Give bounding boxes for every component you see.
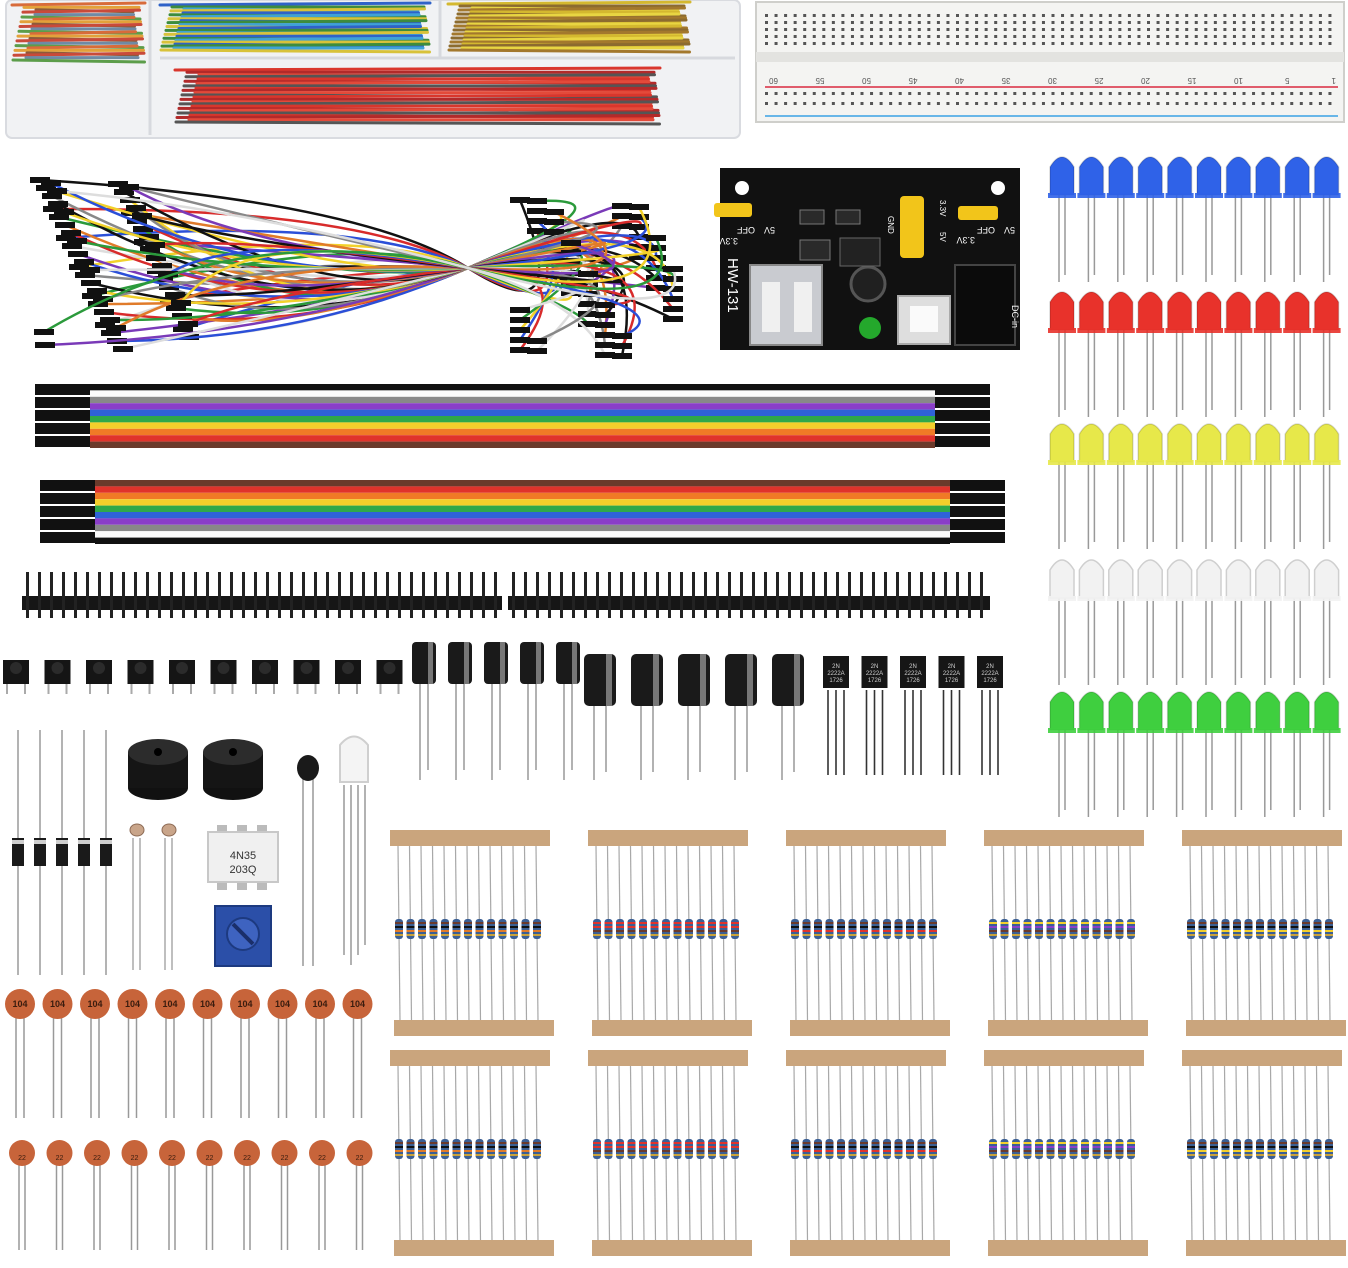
ribbon-cable-female-female bbox=[35, 384, 990, 448]
ceramic-cap-104-code: 104 bbox=[162, 999, 177, 1009]
ceramic-cap-104-code: 104 bbox=[237, 999, 252, 1009]
power-module-gnd: GND bbox=[886, 216, 895, 234]
piezo-buzzers bbox=[128, 739, 263, 800]
ceramic-cap-104-code: 104 bbox=[125, 999, 140, 1009]
optocoupler-4n35: 4N35 203Q bbox=[207, 825, 279, 890]
photoresistors bbox=[129, 823, 177, 970]
transistor-marking: 1726 bbox=[868, 678, 882, 684]
transistor-marking: 2222A bbox=[904, 671, 921, 677]
ceramic-cap-104-code: 104 bbox=[312, 999, 327, 1009]
breadboard-column-number: 25 bbox=[1094, 76, 1103, 85]
breadboard-column-number: 20 bbox=[1141, 76, 1150, 85]
ceramic-cap-104-code: 104 bbox=[200, 999, 215, 1009]
breadboard-column-number: 35 bbox=[1001, 76, 1010, 85]
ceramic-cap-22-code: 22 bbox=[281, 1155, 289, 1162]
pin-header-strips bbox=[22, 572, 990, 618]
jumper-wire-storage-box bbox=[5, 0, 741, 139]
breadboard-column-number: 10 bbox=[1234, 76, 1243, 85]
transistor-marking: 2222A bbox=[981, 671, 998, 677]
optocoupler-label-line2: 203Q bbox=[230, 864, 257, 876]
ceramic-cap-104-code: 104 bbox=[50, 999, 65, 1009]
ceramic-capacitors-104: 104 104 104 104 104 104 104 104 104 104 bbox=[5, 989, 373, 1118]
power-module-dc-in: DC-in bbox=[1010, 305, 1020, 328]
optocoupler-label-line1: 4N35 bbox=[230, 850, 256, 862]
ceramic-capacitors-22: 22 22 22 22 22 22 22 22 22 22 bbox=[9, 1140, 373, 1250]
breadboard-column-number: 15 bbox=[1187, 76, 1196, 85]
rectifier-diodes bbox=[12, 730, 112, 975]
transistor-marking: 2N bbox=[871, 664, 879, 670]
tactile-push-buttons bbox=[3, 660, 403, 694]
power-module-left-5v: 5V bbox=[764, 225, 775, 235]
breadboard-column-number: 45 bbox=[908, 76, 917, 85]
ceramic-cap-104-code: 104 bbox=[275, 999, 290, 1009]
breadboard-column-number: 50 bbox=[862, 76, 871, 85]
electrolytic-capacitors bbox=[412, 642, 804, 780]
ceramic-cap-22-code: 22 bbox=[131, 1155, 139, 1162]
power-module-left-off: OFF bbox=[737, 225, 755, 235]
power-module-pin-5v: 5V bbox=[938, 232, 947, 242]
transistor-marking: 1726 bbox=[829, 678, 843, 684]
ceramic-cap-22-code: 22 bbox=[56, 1155, 64, 1162]
transistor-marking: 2222A bbox=[943, 671, 960, 677]
breadboard: 60 55 50 45 40 35 30 25 20 15 10 5 1 bbox=[755, 1, 1345, 123]
ribbon-cable-male-female bbox=[40, 480, 1005, 544]
ceramic-cap-104-code: 104 bbox=[12, 999, 27, 1009]
transistor-marking: 1726 bbox=[906, 678, 920, 684]
transistor-marking: 2N bbox=[832, 664, 840, 670]
ceramic-cap-22-code: 22 bbox=[168, 1155, 176, 1162]
breadboard-column-number: 55 bbox=[815, 76, 824, 85]
transistor-marking: 1726 bbox=[983, 678, 997, 684]
breadboard-column-number: 30 bbox=[1048, 76, 1057, 85]
breadboard-column-number: 40 bbox=[955, 76, 964, 85]
power-supply-module: HW-131 5V OFF 3.3V 3.3V OFF 5V GND 3.3V … bbox=[714, 168, 1020, 350]
transistor-marking: 2N bbox=[909, 664, 917, 670]
ceramic-cap-22-code: 22 bbox=[18, 1155, 26, 1162]
transistor-marking: 2N bbox=[986, 664, 994, 670]
power-module-right-33v: 3.3V bbox=[956, 235, 975, 245]
ceramic-cap-22-code: 22 bbox=[318, 1155, 326, 1162]
npn-transistors: 2N2222A17262N2222A17262N2222A17262N2222A… bbox=[823, 656, 1003, 775]
power-module-left-33v: 3.3V bbox=[719, 236, 738, 246]
transistor-marking: 2N bbox=[948, 664, 956, 670]
power-module-pin-33v: 3.3V bbox=[938, 200, 947, 217]
ceramic-cap-22-code: 22 bbox=[356, 1155, 364, 1162]
resistor-tapes bbox=[390, 830, 1346, 1256]
transistor-marking: 2222A bbox=[866, 671, 883, 677]
led-assortment bbox=[1048, 156, 1341, 817]
transistor-marking: 2222A bbox=[827, 671, 844, 677]
dupont-jumper-bundle bbox=[30, 177, 683, 359]
power-module-model: HW-131 bbox=[724, 258, 741, 313]
power-module-right-5v: 5V bbox=[1004, 225, 1015, 235]
transistor-marking: 1726 bbox=[945, 678, 959, 684]
breadboard-column-number: 5 bbox=[1285, 76, 1290, 85]
ceramic-cap-104-code: 104 bbox=[350, 999, 365, 1009]
breadboard-column-number: 60 bbox=[769, 76, 778, 85]
power-module-right-off: OFF bbox=[977, 225, 995, 235]
ceramic-cap-22-code: 22 bbox=[93, 1155, 101, 1162]
thermistor bbox=[297, 755, 319, 966]
ceramic-cap-22-code: 22 bbox=[243, 1155, 251, 1162]
ceramic-cap-104-code: 104 bbox=[87, 999, 102, 1009]
trim-potentiometer bbox=[214, 905, 272, 967]
rgb-led bbox=[339, 735, 369, 965]
breadboard-column-number: 1 bbox=[1331, 76, 1336, 85]
ceramic-cap-22-code: 22 bbox=[206, 1155, 214, 1162]
